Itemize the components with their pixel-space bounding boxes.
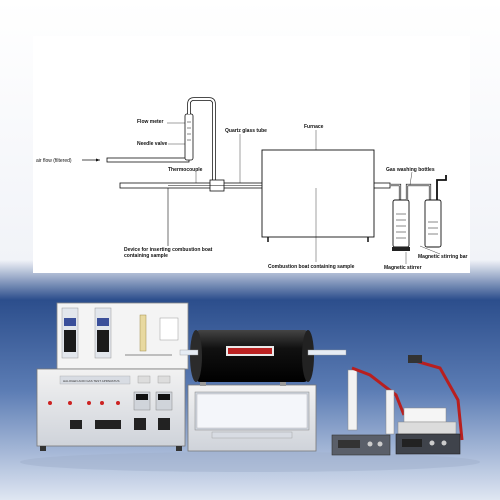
- label-device-line2: containing sample: [124, 253, 168, 259]
- panel-label: HALOGEN ACID GAS TEST APPARATUS: [63, 379, 119, 383]
- stand-arm-2: [411, 358, 464, 441]
- indicator-light: [48, 401, 52, 405]
- label-magnetic-stirrer: Magnetic stirrer: [384, 265, 422, 271]
- label-thermocouple: Thermocouple: [168, 167, 203, 173]
- label-stirring-bar: Magnetic stirring bar: [418, 254, 468, 260]
- label-combustion-boat: Combustion boat containing sample: [268, 264, 355, 270]
- switch: [70, 420, 82, 429]
- label-needle-valve: Needle valve: [137, 141, 168, 147]
- gas-washing-bottle-1: [392, 199, 410, 248]
- apparatus-photo: HALOGEN ACID GAS TEST APPARATUS: [20, 302, 480, 472]
- air-flow-arrowhead: [96, 158, 100, 162]
- label-flow-meter: Flow meter: [137, 119, 163, 125]
- label-gas-washing-bottles: Gas washing bottles: [386, 167, 435, 173]
- label-furnace: Furnace: [304, 124, 324, 130]
- schematic-diagram: air flow (filtered) Flow meter Needle va…: [33, 36, 470, 273]
- flow-meter-tube: [184, 113, 194, 161]
- gas-washing-bottle-2: [424, 199, 442, 248]
- label-device-line1: Device for inserting combustion boat: [124, 247, 213, 253]
- stand-arm-1: [351, 366, 406, 416]
- gas-bottle-1: [347, 369, 358, 431]
- label-air-flow: air flow (filtered): [36, 158, 72, 164]
- magnetic-stirrer-block: [392, 247, 410, 251]
- flow-meter-photo: [139, 314, 147, 352]
- furnace-box: [261, 149, 375, 238]
- gas-bottle-2: [403, 407, 447, 423]
- label-quartz-tube: Quartz glass tube: [225, 128, 267, 134]
